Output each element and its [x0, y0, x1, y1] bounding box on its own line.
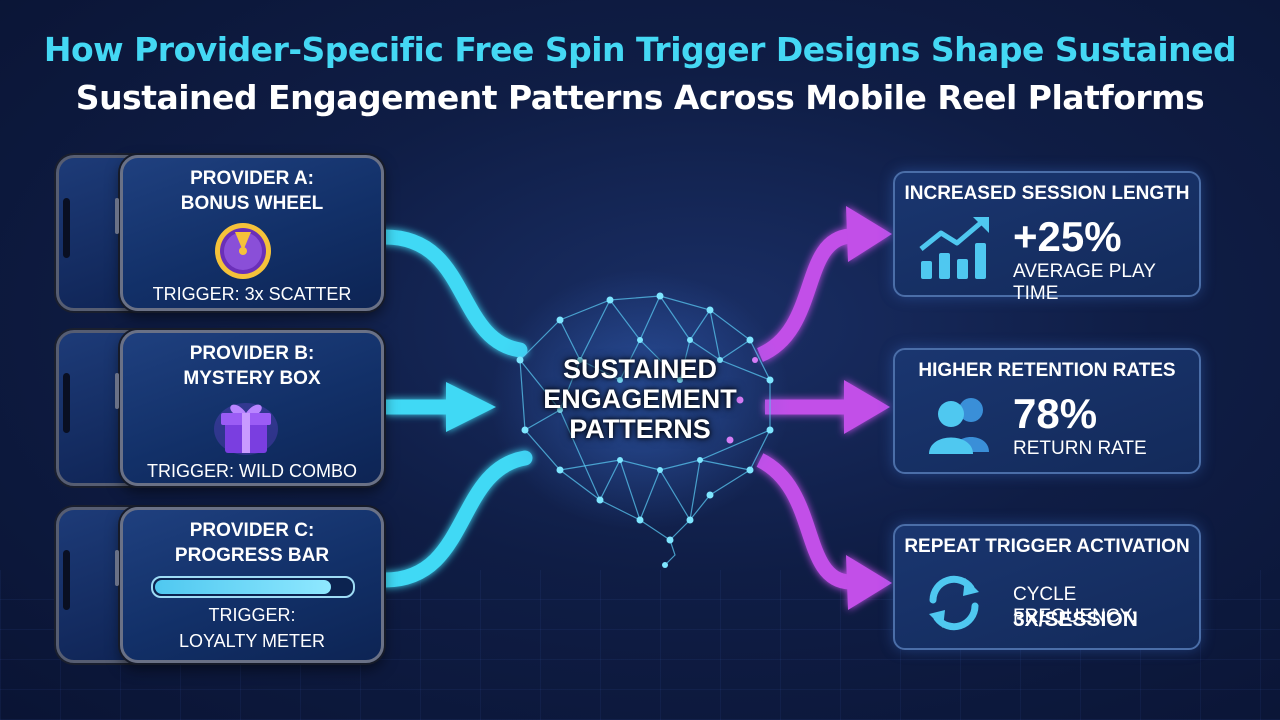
outcome-1-caption: AVERAGE PLAY TIME — [1013, 261, 1156, 304]
outcome-card-repeat-trigger: REPEAT TRIGGER ACTIVATION CYCLE FREQUENC… — [893, 524, 1201, 650]
outcome-3-value: 3X/SESSION — [1013, 608, 1138, 631]
provider-b-card: PROVIDER B: MYSTERY BOX TRIGGER: WILD CO… — [115, 330, 384, 486]
growth-chart-icon — [919, 217, 989, 279]
provider-a-trigger: TRIGGER: 3x SCATTER — [152, 284, 352, 304]
progress-bar-fill — [155, 580, 331, 594]
provider-c-trigger-line2: LOYALTY METER — [178, 631, 326, 651]
center-label-line3: PATTERNS — [569, 414, 711, 444]
output-arrow-3 — [756, 453, 892, 610]
input-arrow-c — [377, 450, 533, 588]
bonus-wheel-icon — [215, 223, 271, 279]
provider-c-name: PROVIDER C: — [189, 520, 315, 541]
provider-c-title: PROVIDER C: PROGRESS BAR — [123, 518, 381, 568]
provider-a-feature: BONUS WHEEL — [180, 193, 324, 214]
center-label-line1: SUSTAINED — [562, 354, 717, 384]
title-line-2: Sustained Engagement Patterns Across Mob… — [75, 78, 1205, 117]
provider-b-trigger: TRIGGER: WILD COMBO — [146, 461, 357, 481]
outcome-1-value: +25% — [1013, 213, 1122, 260]
outcome-2-caption: RETURN RATE — [1013, 438, 1147, 459]
outcome-3-title: REPEAT TRIGGER ACTIVATION — [904, 536, 1190, 557]
outcome-2-title: HIGHER RETENTION RATES — [918, 360, 1176, 381]
provider-a-name: PROVIDER A: — [190, 168, 314, 189]
gift-box-icon — [214, 403, 278, 455]
provider-c-trigger: TRIGGER: LOYALTY METER — [123, 602, 381, 654]
provider-a-card: PROVIDER A: BONUS WHEEL TRIGGER: 3x SCAT… — [115, 155, 384, 311]
provider-a-title: PROVIDER A: BONUS WHEEL — [123, 166, 381, 216]
center-node-label: SUSTAINED ENGAGEMENT PATTERNS — [540, 354, 740, 444]
provider-c-card: PROVIDER C: PROGRESS BAR TRIGGER: LOYALT… — [115, 507, 384, 663]
input-arrow-a — [377, 229, 528, 358]
provider-b-feature: MYSTERY BOX — [183, 368, 321, 389]
progress-bar-icon — [151, 576, 355, 598]
outcome-card-session-length: INCREASED SESSION LENGTH +25% AVERAGE PL… — [893, 171, 1201, 304]
provider-b-title: PROVIDER B: MYSTERY BOX — [123, 341, 381, 391]
brain-network-icon — [490, 270, 790, 568]
outcome-card-retention: HIGHER RETENTION RATES 78% RETURN RATE — [893, 348, 1201, 474]
title-line-1: How Provider-Specific Free Spin Trigger … — [43, 30, 1237, 69]
provider-b-name: PROVIDER B: — [189, 343, 315, 364]
provider-c-trigger-line1: TRIGGER: — [208, 605, 296, 625]
users-icon — [929, 398, 989, 454]
input-arrow-b — [385, 382, 496, 432]
provider-c-feature: PROGRESS BAR — [174, 545, 330, 566]
outcome-1-title: INCREASED SESSION LENGTH — [904, 183, 1190, 204]
output-arrow-1 — [756, 206, 892, 362]
outcome-3-caption: CYCLE FREQUENCY: — [1013, 584, 1137, 627]
cycle-icon — [929, 575, 979, 631]
outcome-2-value: 78% — [1013, 390, 1098, 437]
center-label-line2: ENGAGEMENT — [543, 384, 737, 414]
